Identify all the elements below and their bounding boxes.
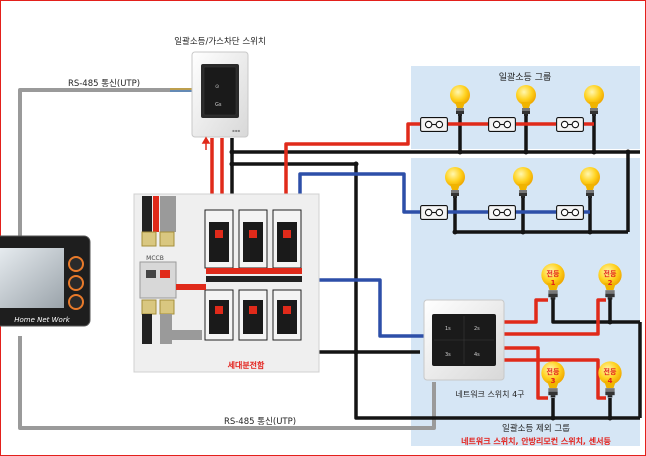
svg-text:⊙: ⊙ (215, 84, 219, 90)
rs485-leads (170, 88, 194, 92)
breaker-row-bottom (204, 289, 302, 341)
lamp-3: 전등 3 (541, 361, 565, 398)
lamp-1-label: 전등 (547, 269, 560, 278)
lamp-2-label: 전등 (604, 269, 617, 278)
switch-key-4[interactable]: 4s (474, 352, 480, 358)
network-switch-label: 네트워크 스위치 4구 (455, 390, 524, 399)
master-switch[interactable]: ⊙ Gs ▪▪▪ (191, 51, 249, 138)
signal-arrows (201, 136, 211, 150)
lamp-1-number: 1 (551, 279, 556, 287)
group-off-label: 일괄소등 그룹 (499, 71, 552, 83)
home-network-device[interactable] (0, 235, 91, 327)
excluded-group-sub: 네트워크 스위치, 안방리모컨 스위치, 센서등 (461, 436, 611, 446)
lamp-3-number: 3 (551, 377, 556, 385)
junction-dots (229, 149, 631, 421)
rs485-top-label: RS-485 통신(UTP) (68, 79, 140, 89)
panel-label: 세대분전함 (228, 360, 265, 370)
switch-box-icon (556, 117, 584, 132)
switch-box-icon (488, 117, 516, 132)
excluded-group-label: 일괄소등 제외 그룹 (502, 423, 570, 434)
breaker-row-top (204, 209, 302, 269)
mccb-label: MCCB (146, 255, 164, 262)
switch-box-icon (556, 205, 584, 220)
lamp-4-label: 전등 (604, 367, 617, 376)
blue-wires (298, 172, 590, 338)
switch-key-1[interactable]: 1s (445, 326, 451, 332)
lamp-3-label: 전등 (547, 367, 560, 376)
bus-bars (176, 268, 302, 290)
switch-box-icon (420, 117, 448, 132)
home-net-label: Home Net Work (14, 316, 70, 324)
svg-text:Gs: Gs (215, 102, 222, 108)
lamp-2-number: 2 (608, 279, 613, 287)
master-switch-label: 일괄소등/가스차단 스위치 (174, 36, 266, 47)
rs485-bottom-label: RS-485 통신(UTP) (224, 417, 296, 427)
lamp-4-number: 4 (608, 377, 613, 385)
switch-key-3[interactable]: 3s (445, 352, 451, 358)
lamp-2: 전등 2 (598, 263, 622, 300)
switch-box-icon (488, 205, 516, 220)
svg-text:▪▪▪: ▪▪▪ (232, 128, 240, 133)
network-switch-4[interactable]: 1s 2s 3s 4s (423, 299, 505, 381)
lamp-1: 전등 1 (541, 263, 565, 300)
switch-key-2[interactable]: 2s (474, 326, 480, 332)
excluded-numbered-lamps: 전등 1 전등 2 전등 3 전등 4 (541, 263, 622, 398)
rs485-wires (18, 88, 436, 430)
switch-box-icon (420, 205, 448, 220)
lamp-4: 전등 4 (598, 361, 622, 398)
